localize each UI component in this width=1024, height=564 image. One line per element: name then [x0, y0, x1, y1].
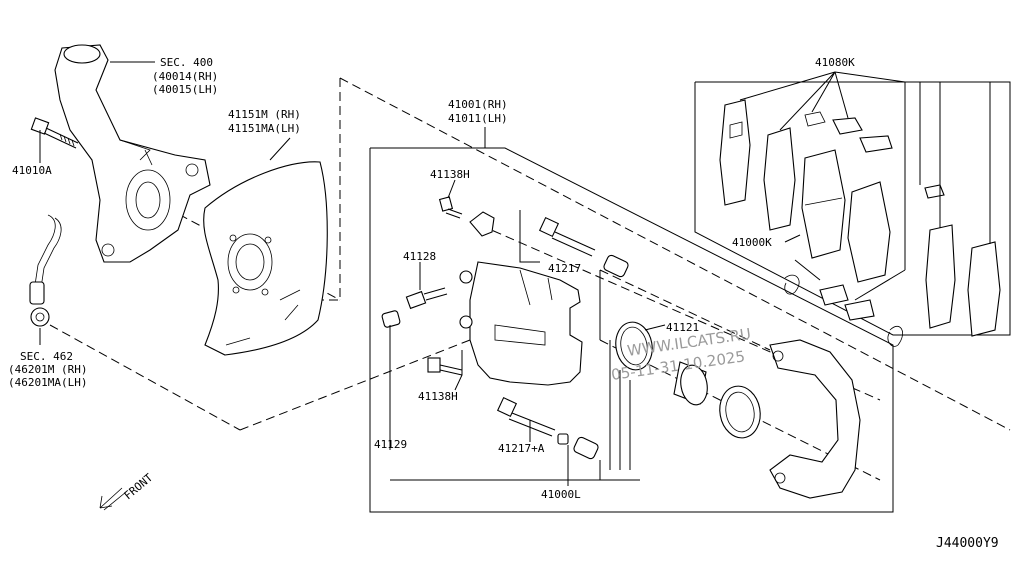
label-46201m: (46201M (RH) [8, 363, 87, 376]
label-41001: 41001(RH) [448, 98, 508, 111]
bleeder-screw-41128 [405, 287, 448, 310]
pin-boot-upper [603, 254, 629, 278]
guide-pin-41217a [496, 396, 556, 437]
pin-boot-41000l [557, 433, 599, 460]
pad-retainer-clips [784, 111, 945, 347]
anti-squeal-shim-right [967, 241, 1001, 337]
label-sec400: SEC. 400 [160, 56, 213, 69]
label-40014: (40014(RH) [152, 70, 218, 83]
label-41217: 41217 [548, 262, 581, 275]
brake-pad-outer [847, 181, 891, 283]
label-41011: 41011(LH) [448, 112, 508, 125]
label-41121: 41121 [666, 321, 699, 334]
part-labels: SEC. 400 (40014(RH) (40015(LH) 41010A 41… [8, 56, 999, 551]
dust-shield [203, 161, 328, 356]
piston-seal-kit-41121 [615, 321, 761, 439]
label-front: FRONT [122, 471, 156, 502]
bolt-41138h-top [438, 196, 463, 219]
label-41128: 41128 [403, 250, 436, 263]
label-41129: 41129 [374, 438, 407, 451]
bolt-41010a [30, 117, 79, 149]
pad-shim-inner [763, 127, 796, 231]
label-41010a: 41010A [12, 164, 52, 177]
leader-lines [39, 61, 991, 486]
label-41000l: 41000L [541, 488, 581, 501]
caliper-support-bracket [769, 339, 861, 499]
label-sec462: SEC. 462 [20, 350, 73, 363]
caliper-body [459, 261, 583, 386]
pad-kit-box [694, 81, 1011, 336]
front-direction-arrow [99, 487, 127, 511]
label-46201ma: (46201MA(LH) [8, 376, 87, 389]
label-41151ma: 41151MA(LH) [228, 122, 301, 135]
pad-shim-outer [719, 99, 751, 206]
brake-pad-inner [801, 149, 846, 259]
brake-hose [29, 214, 62, 327]
label-41217a: 41217+A [498, 442, 545, 455]
label-41138h-bottom: 41138H [418, 390, 458, 403]
guide-pin-41217 [538, 216, 596, 257]
anti-squeal-shim-left [925, 224, 956, 329]
caliper-assembly-box [369, 147, 894, 513]
label-41151m: 41151M (RH) [228, 108, 301, 121]
bolt-41138h-bottom [427, 357, 463, 376]
label-41138h-top: 41138H [430, 168, 470, 181]
caliper-upper-arm [469, 211, 495, 237]
label-40015: (40015(LH) [152, 83, 218, 96]
bleeder-cap-41129 [381, 310, 401, 328]
label-41080k: 41080K [815, 56, 855, 69]
steering-knuckle [54, 44, 211, 263]
diagram-code: J44000Y9 [936, 536, 999, 551]
label-41000k: 41000K [732, 236, 772, 249]
